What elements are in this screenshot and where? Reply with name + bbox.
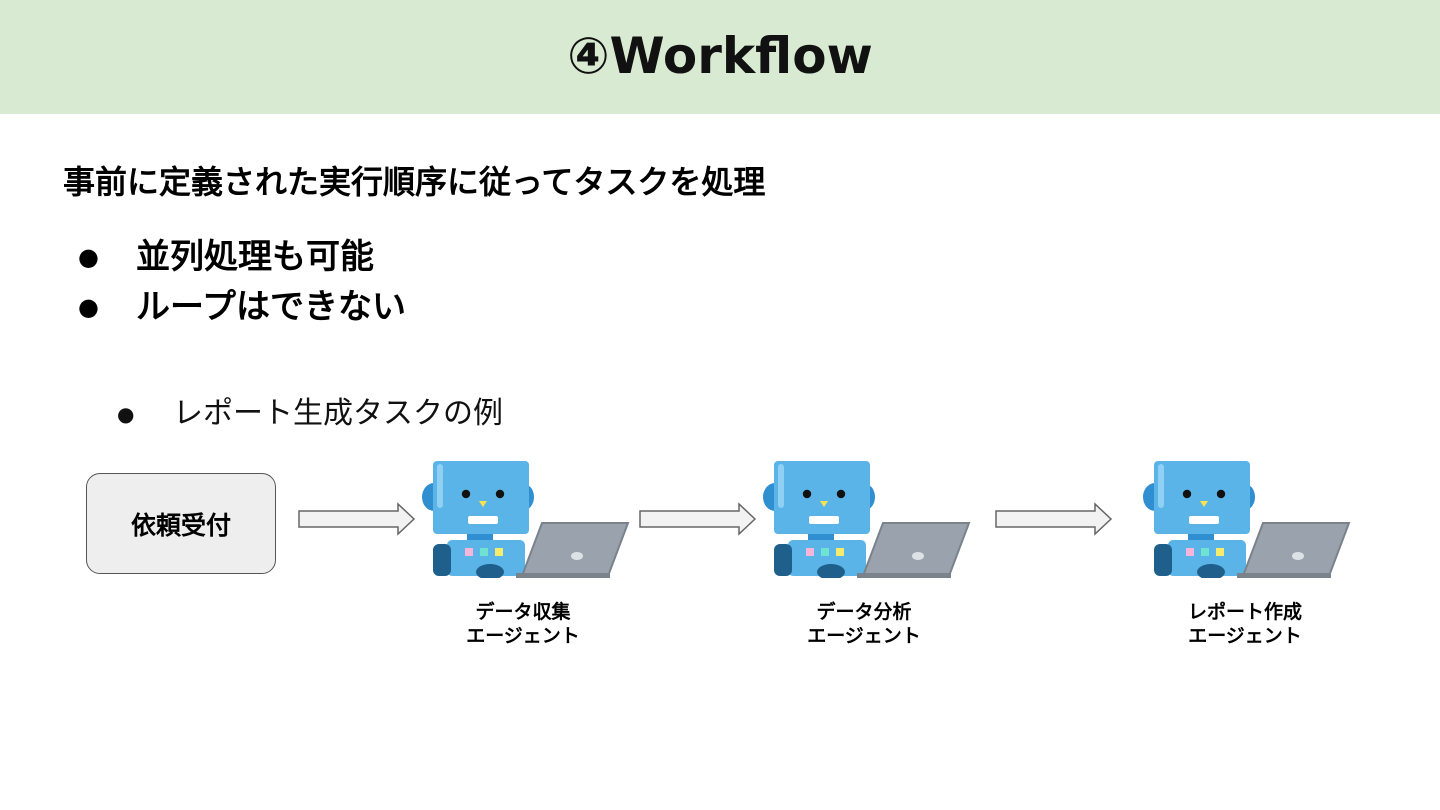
bullet-item: ● ループはできない (78, 282, 406, 332)
header-bar (0, 0, 1440, 114)
agent-label-line: エージェント (807, 625, 921, 647)
agent-label-line: データ収集 (475, 601, 571, 623)
flow-arrow-icon (298, 502, 416, 536)
agent-label-data-analysis: データ分析 エージェント (764, 600, 964, 648)
page-title: ④Workflow (567, 27, 873, 85)
robot-laptop-icon (763, 461, 971, 578)
bullet-dot: ● (78, 293, 99, 321)
bullet-dot: ● (117, 402, 135, 426)
flow-arrow-icon (995, 502, 1113, 536)
slide-subtitle: 事前に定義された実行順序に従ってタスクを処理 (63, 163, 766, 201)
request-intake-box: 依頼受付 (86, 473, 276, 574)
bullet-dot: ● (78, 243, 99, 271)
robot-laptop-icon (1143, 461, 1351, 578)
request-intake-label: 依頼受付 (130, 510, 231, 540)
example-heading-text: レポート生成タスクの例 (173, 396, 503, 431)
example-heading: ● レポート生成タスクの例 (117, 392, 503, 436)
robot-laptop-icon (422, 461, 630, 578)
agent-label-data-collection: データ収集 エージェント (423, 600, 623, 648)
bullet-item: ● 並列処理も可能 (78, 232, 406, 282)
agent-label-line: データ分析 (816, 601, 912, 623)
agent-label-line: エージェント (466, 625, 580, 647)
agent-label-line: エージェント (1188, 625, 1302, 647)
bullet-text: ループはできない (136, 287, 406, 327)
bullet-text: 並列処理も可能 (136, 237, 374, 277)
agent-label-report-creation: レポート作成 エージェント (1145, 600, 1345, 648)
bullet-list: ● 並列処理も可能 ● ループはできない (78, 232, 406, 332)
flow-arrow-icon (639, 502, 757, 536)
agent-label-line: レポート作成 (1187, 601, 1302, 623)
